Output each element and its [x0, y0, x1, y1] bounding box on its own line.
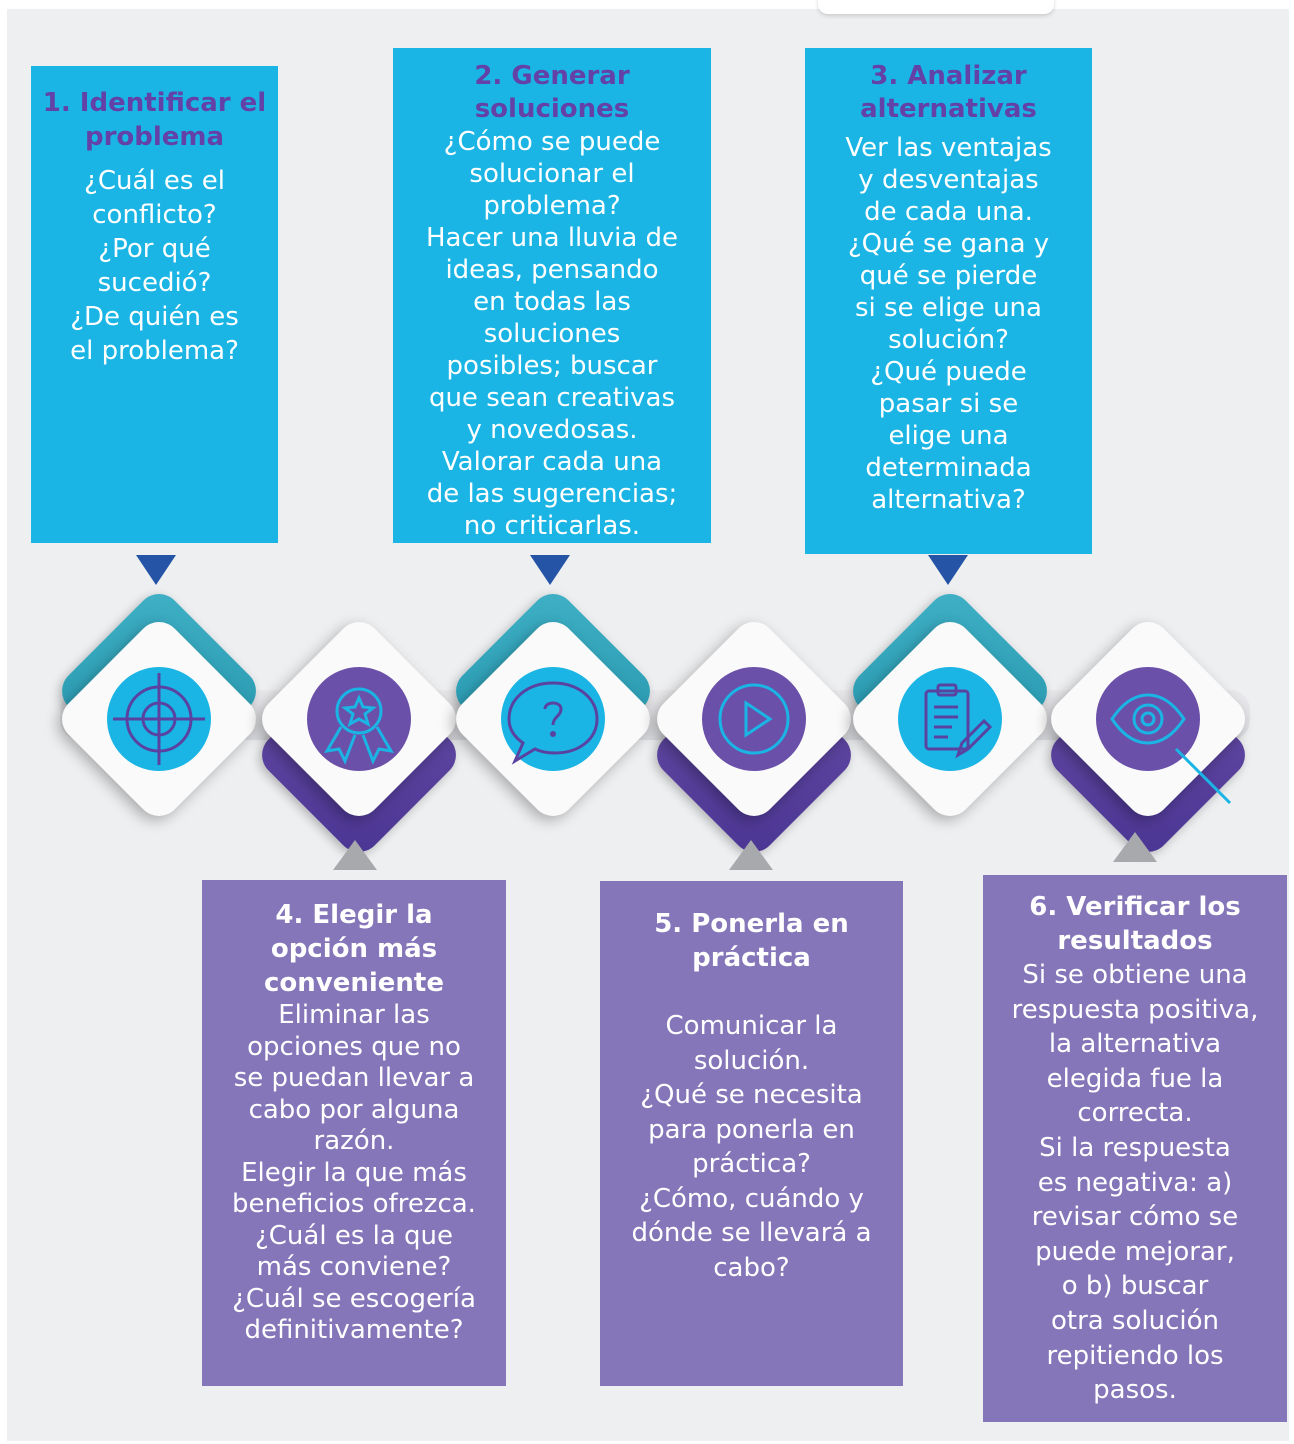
step-6-title: 6. Verificar los resultados	[1029, 892, 1241, 956]
step-3-text: Ver las ventajas y desventajas de cada u…	[845, 133, 1052, 515]
step-4-box: 4. Elegir la opción más conveniente Elim…	[202, 880, 506, 1386]
step-1-box: 1. Identificar el problema ¿Cuál es el c…	[31, 66, 278, 543]
step-6-box: 6. Verificar los resultados Si se obtien…	[983, 875, 1287, 1422]
step-4-arrow	[333, 840, 377, 870]
step-3-arrow	[928, 555, 968, 585]
eye-magnifier-icon	[1096, 667, 1232, 805]
target-icon	[107, 667, 211, 771]
step-3-box: 3. Analizar alternativas Ver las ventaja…	[805, 48, 1092, 554]
step-1-title: 1. Identificar el problema	[42, 88, 267, 152]
step-5-text: Comunicar la solución. ¿Qué se necesita …	[631, 1011, 872, 1283]
step-1-arrow	[136, 555, 176, 585]
step-2-arrow	[530, 555, 570, 585]
step-6-text: Si se obtiene una respuesta positiva, la…	[1011, 960, 1259, 1406]
play-icon	[702, 667, 806, 771]
step-3-title: 3. Analizar alternativas	[860, 61, 1037, 124]
step-6-arrow	[1113, 832, 1157, 862]
step-4-title: 4. Elegir la opción más conveniente	[264, 900, 444, 998]
clipboard-pencil-icon	[898, 667, 1002, 771]
step-5-title: 5. Ponerla en práctica	[654, 909, 849, 973]
award-badge-icon	[307, 667, 411, 771]
step-5-arrow	[729, 840, 773, 870]
step-2-title: 2. Generar soluciones	[474, 61, 630, 124]
step-1-text: ¿Cuál es el conflicto? ¿Por qué sucedió?…	[70, 166, 239, 366]
step-4-text: Eliminar las opciones que no se puedan l…	[232, 1000, 476, 1345]
step-5-box: 5. Ponerla en práctica Comunicar la solu…	[600, 881, 903, 1386]
question-bubble-icon	[501, 667, 605, 771]
step-2-box: 2. Generar soluciones ¿Cómo se puede sol…	[393, 48, 711, 543]
top-tab-decoration	[818, 0, 1054, 14]
step-2-text: ¿Cómo se puede solucionar el problema? H…	[425, 127, 679, 541]
